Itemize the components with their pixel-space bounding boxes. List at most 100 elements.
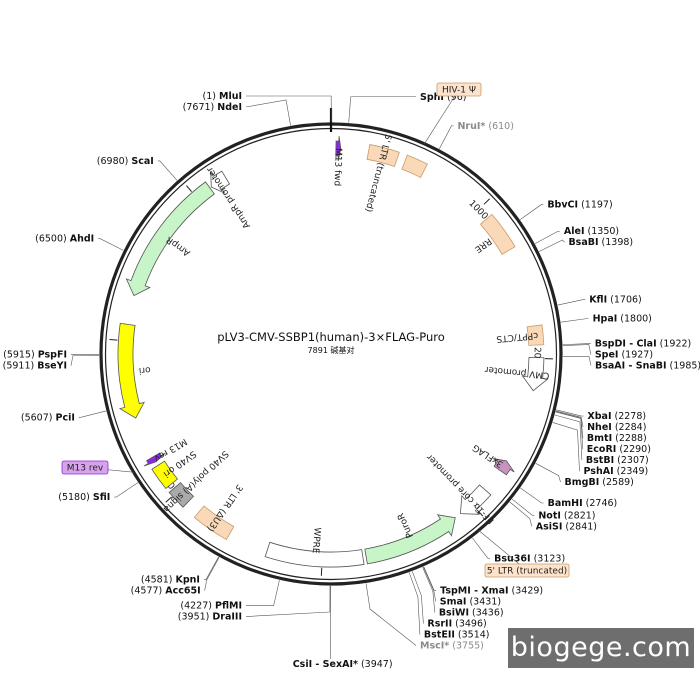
site-position: (2278) [611, 411, 646, 422]
site-position: (2349) [614, 466, 649, 477]
site-pshai: PshAI (2349) [584, 466, 649, 477]
site-leader [556, 409, 584, 417]
site-name: NotI [538, 510, 561, 521]
site-leader [246, 95, 332, 123]
site-bmti: BmtI (2288) [587, 433, 647, 444]
tick-mark [476, 509, 484, 517]
tag-labels: HIV-1 Ψ M13 rev 5' LTR (truncated) [61, 82, 570, 578]
site-name: DraIII [212, 612, 242, 623]
feature-wpre [264, 541, 365, 568]
site-leader [555, 410, 584, 428]
site-name: EcoRI [587, 444, 617, 455]
site-name: PflMI [215, 601, 242, 612]
site-position: (3429) [509, 585, 544, 596]
feature-m13-fwd [335, 136, 342, 162]
site-asisi: AsiSI (2841) [536, 521, 597, 532]
site-leader [520, 487, 544, 504]
site-name: BamHI [548, 498, 583, 509]
site-bsabi: BsaBI (1398) [568, 237, 633, 248]
site-leader [555, 411, 584, 450]
site-bstbi: BstBI (2307) [586, 455, 649, 466]
site-bbvci: BbvCI (1197) [547, 200, 612, 211]
site-position: (5911) [3, 361, 38, 372]
site-leader [557, 299, 586, 306]
site-name: TspMI - XmaI [440, 585, 508, 596]
site-position: (96) [444, 92, 467, 103]
site-leader [535, 463, 561, 483]
site-position: (3755) [449, 640, 484, 651]
feature-label-5-ltr-truncated: 5' LTR (truncated) [363, 133, 393, 213]
site-position: (1927) [618, 350, 653, 361]
site-name: BstBI [586, 455, 614, 466]
feature-label-rre: RRE [472, 235, 493, 254]
site-name: SpeI [595, 350, 619, 361]
site-position: (1) [203, 91, 219, 102]
site-name: CsiI - SexAI* [293, 659, 358, 670]
feature-5-ltr-truncated [366, 144, 400, 167]
tag-label-hiv-1: HIV-1 Ψ [442, 86, 476, 96]
site-pflmi: (4227) PflMI [180, 601, 242, 612]
site-position: (3123) [531, 554, 566, 565]
site-name: NdeI [217, 102, 242, 113]
feature-sv40-ori [151, 460, 179, 490]
watermark: biogege.com [508, 628, 694, 668]
site-ecori: EcoRI (2290) [587, 444, 651, 455]
site-leader [70, 355, 100, 366]
site-name: BbvCI [547, 200, 578, 211]
site-bspdi-clai: BspDI - ClaI (1922) [595, 339, 691, 350]
site-leader [534, 230, 560, 244]
site-leader [245, 99, 291, 126]
site-name: ScaI [131, 156, 153, 167]
site-ahdi: (6500) AhdI [35, 234, 94, 245]
site-csii-sexai: CsiI - SexAI* (3947) [293, 659, 393, 670]
site-nrui: NruI* (610) [457, 121, 513, 132]
site-position: (5915) [3, 350, 38, 361]
site-name: BspDI - ClaI [595, 339, 657, 350]
site-leader [509, 501, 533, 527]
feature-label-ampr: AmpR [165, 234, 193, 258]
site-position: (2821) [561, 510, 596, 521]
site-spei: SpeI (1927) [595, 350, 653, 361]
site-position: (3947) [358, 659, 393, 670]
feature-ef-1-core-promoter [459, 484, 492, 515]
site-position: (3951) [178, 612, 213, 623]
site-leader [519, 204, 544, 220]
site-leader [511, 498, 535, 516]
plasmid-size: 7891 碱基对 [308, 345, 355, 355]
site-tspmi-xmai: TspMI - XmaI (3429) [440, 585, 543, 596]
site-name: NruI* [457, 121, 485, 132]
site-position: (3436) [469, 607, 504, 618]
site-kpni: (4581) KpnI [141, 575, 200, 586]
site-leader [157, 160, 178, 181]
feature-rre [479, 213, 516, 255]
site-name: Bsu36I [494, 554, 530, 565]
feature-label-m13-fwd: M13 fwd [332, 148, 343, 187]
feature-label-ampr-promoter: AmpR promoter [205, 164, 253, 230]
site-noti: NotI (2821) [538, 510, 595, 521]
feature-cppt-cts [526, 324, 545, 346]
site-hpai: HpaI (1800) [593, 314, 652, 325]
site-leader [423, 566, 437, 602]
site-leader [204, 557, 220, 591]
site-xbai: XbaI (2278) [587, 411, 646, 422]
site-position: (4581) [141, 575, 176, 586]
feature-label-wpre: WPRE [310, 527, 322, 554]
site-position: (2290) [616, 444, 651, 455]
site-position: (4227) [180, 601, 215, 612]
site-position: (7671) [183, 102, 218, 113]
feature-puror [364, 514, 456, 565]
site-leader [538, 239, 565, 252]
tag-box [436, 82, 482, 97]
site-leader [554, 414, 583, 461]
tick-mark [186, 185, 192, 192]
site-name: MscI* [420, 640, 449, 651]
tag-label-m13-rev: M13 rev [67, 464, 104, 474]
feature-3xflag [493, 458, 515, 476]
tag-label-5-ltr-truncated: 5' LTR (truncated) [487, 567, 567, 577]
site-position: (5180) [58, 492, 93, 503]
feature-ori [117, 322, 145, 419]
tick-mark [165, 496, 173, 503]
site-name: AhdI [70, 234, 94, 245]
site-name: MluI [219, 91, 242, 102]
site-leader [562, 343, 591, 345]
